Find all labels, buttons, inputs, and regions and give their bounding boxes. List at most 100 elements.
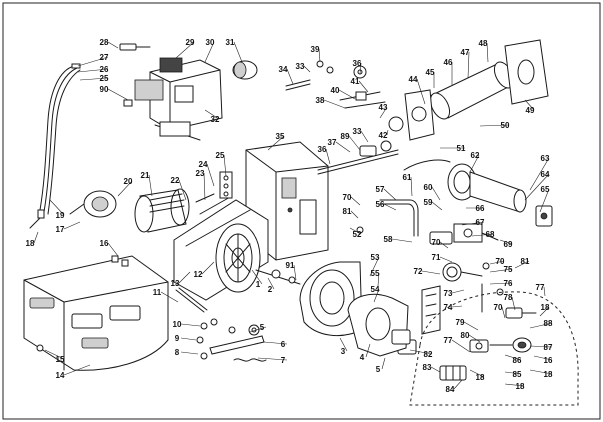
part-number-label: 18 bbox=[541, 303, 550, 312]
leader-line-60 bbox=[431, 186, 441, 201]
part-number-label: 48 bbox=[479, 39, 488, 48]
part-number-label: 2 bbox=[268, 285, 273, 294]
leader-line-28 bbox=[107, 41, 119, 49]
part-number-label: 18 bbox=[544, 370, 553, 379]
part-number-label: 7 bbox=[281, 356, 286, 365]
leader-line-34 bbox=[286, 68, 294, 85]
part-number-label: 33 bbox=[296, 62, 305, 71]
leader-line-59 bbox=[431, 201, 443, 211]
part-83-terminal-block bbox=[439, 365, 467, 381]
part-number-label: 5 bbox=[260, 323, 265, 332]
part-number-label: 25 bbox=[100, 74, 109, 83]
part-61-pipe bbox=[403, 159, 451, 171]
part-number-label: 79 bbox=[456, 318, 465, 327]
leader-line-24 bbox=[206, 163, 215, 187]
part-number-label: 43 bbox=[379, 103, 388, 112]
part-37-pump-rod bbox=[317, 140, 399, 175]
part-30-control-box bbox=[134, 57, 223, 141]
part-number-label: 21 bbox=[141, 171, 150, 180]
leader-line-33 bbox=[303, 65, 311, 73]
part-number-label: 77 bbox=[536, 283, 545, 292]
part-number-label: 31 bbox=[226, 38, 235, 47]
leader-line-53 bbox=[369, 256, 380, 277]
leader-line-39 bbox=[318, 48, 321, 63]
leader-line-57 bbox=[383, 188, 397, 201]
part-8-10-screws bbox=[196, 318, 236, 360]
leader-line-73 bbox=[451, 289, 465, 294]
leader-line-16 bbox=[533, 355, 553, 361]
part-number-label: 46 bbox=[444, 58, 453, 67]
leader-line-49 bbox=[524, 99, 535, 111]
part-number-label: 56 bbox=[376, 200, 385, 209]
part-number-label: 9 bbox=[175, 334, 180, 343]
part-15-screw bbox=[36, 344, 44, 352]
part-72-pressure-gauge bbox=[442, 262, 483, 282]
leader-line-25 bbox=[223, 154, 227, 177]
leader-line-84 bbox=[453, 379, 463, 390]
leader-line-69 bbox=[499, 239, 513, 245]
part-73-bracket bbox=[421, 285, 441, 335]
leader-line-18 bbox=[539, 306, 550, 317]
part-number-label: 15 bbox=[56, 355, 65, 364]
part-18-clip bbox=[29, 217, 41, 229]
leader-line-61 bbox=[410, 176, 413, 197]
part-number-label: 14 bbox=[56, 371, 65, 380]
part-80-sensor-clip bbox=[469, 339, 489, 353]
part-number-label: 1 bbox=[256, 280, 261, 289]
leader-line-62 bbox=[469, 154, 480, 173]
part-6-lever bbox=[209, 324, 267, 362]
part-number-label: 10 bbox=[173, 320, 182, 329]
part-number-label: 69 bbox=[504, 240, 513, 249]
part-number-label: 20 bbox=[124, 177, 133, 186]
part-16-plugs bbox=[111, 255, 129, 267]
leader-line-70 bbox=[350, 196, 361, 206]
leader-line-22 bbox=[178, 179, 187, 201]
leader-line-9 bbox=[180, 337, 197, 341]
part-number-label: 64 bbox=[541, 170, 550, 179]
leader-line-35 bbox=[267, 135, 285, 151]
part-number-label: 77 bbox=[444, 336, 453, 345]
part-number-label: 24 bbox=[199, 160, 208, 169]
leader-line-17 bbox=[63, 221, 81, 230]
part-number-label: 50 bbox=[501, 121, 510, 130]
leader-line-64 bbox=[524, 173, 550, 201]
leader-line-5 bbox=[381, 357, 386, 370]
part-number-label: 59 bbox=[424, 198, 433, 207]
part-number-label: 80 bbox=[461, 331, 470, 340]
leader-line-5 bbox=[249, 326, 267, 333]
part-57-oil-line bbox=[356, 199, 419, 237]
part-number-label: 78 bbox=[504, 293, 513, 302]
leader-line-74 bbox=[451, 305, 463, 308]
part-number-label: 17 bbox=[56, 225, 65, 234]
part-number-label: 8 bbox=[175, 348, 180, 357]
leader-line-1 bbox=[251, 269, 263, 285]
part-number-label: 37 bbox=[328, 138, 337, 147]
part-number-label: 67 bbox=[476, 218, 485, 227]
part-number-label: 29 bbox=[186, 38, 195, 47]
leader-line-21 bbox=[148, 174, 153, 197]
leader-line-77 bbox=[451, 339, 471, 353]
leader-line-16 bbox=[107, 242, 119, 257]
leader-line-70 bbox=[439, 241, 449, 249]
part-number-label: 70 bbox=[432, 238, 441, 247]
leader-line-14 bbox=[63, 364, 91, 376]
part-number-label: 4 bbox=[360, 353, 365, 362]
part-number-label: 49 bbox=[526, 106, 535, 115]
part-number-label: 33 bbox=[353, 127, 362, 136]
part-number-label: 57 bbox=[376, 185, 385, 194]
part-number-label: 18 bbox=[26, 239, 35, 248]
leader-line-15 bbox=[44, 349, 65, 360]
part-34-electrode-assembly bbox=[285, 60, 334, 91]
leader-line-25 bbox=[79, 77, 109, 81]
leader-line-80 bbox=[468, 334, 481, 343]
part-number-label: 88 bbox=[544, 319, 553, 328]
leader-line-36 bbox=[359, 62, 362, 75]
part-number-label: 55 bbox=[371, 269, 380, 278]
part-number-label: 89 bbox=[341, 132, 350, 141]
leader-line-70 bbox=[489, 260, 505, 265]
part-number-label: 91 bbox=[286, 261, 295, 270]
leader-line-55 bbox=[377, 272, 380, 287]
part-number-label: 70 bbox=[496, 257, 505, 266]
